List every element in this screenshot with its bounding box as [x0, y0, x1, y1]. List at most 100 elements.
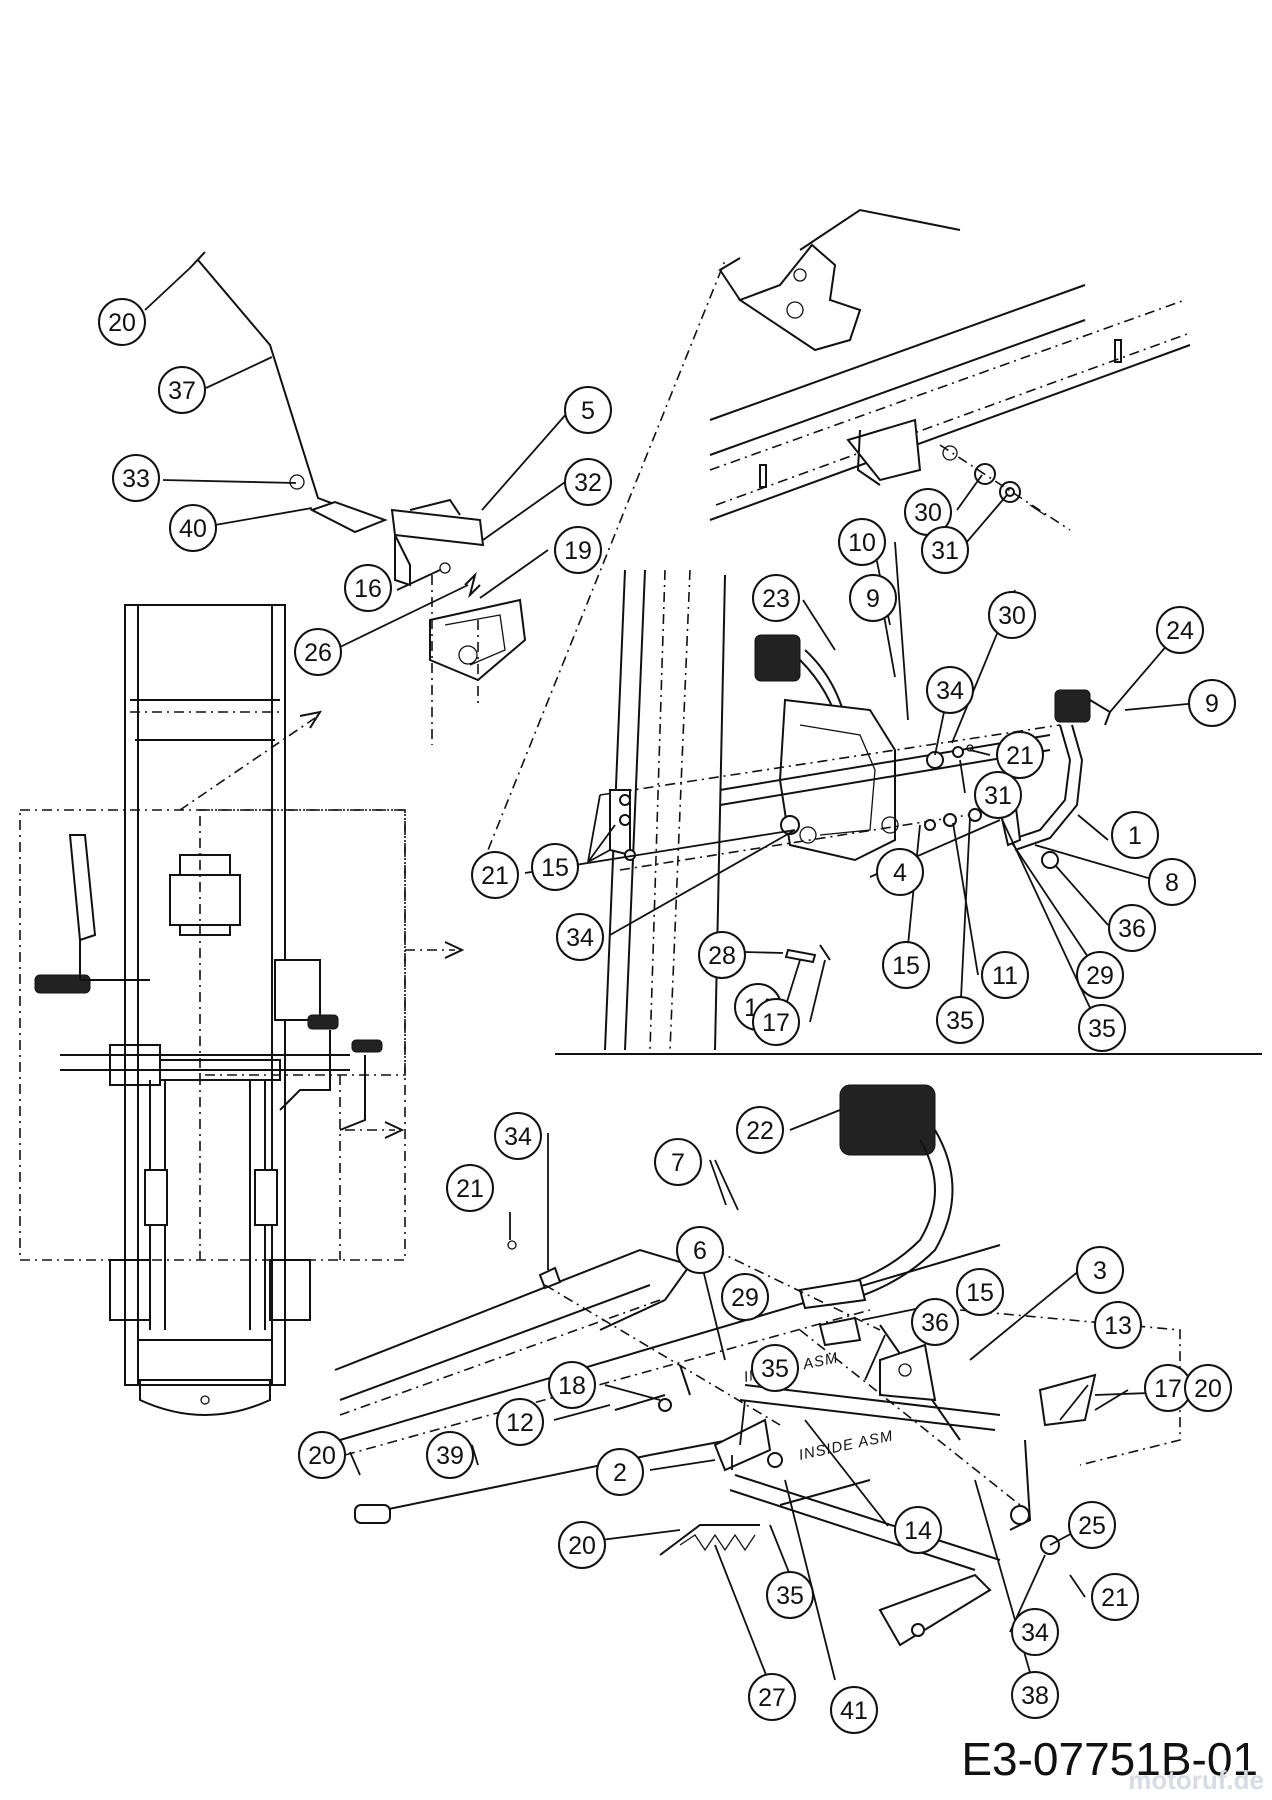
callout-circle — [426, 1431, 474, 1479]
callout-circle — [936, 996, 984, 1044]
callout-21: 21 — [471, 851, 519, 899]
callout-number: 5 — [581, 397, 595, 425]
callout-circle — [721, 1273, 769, 1321]
callout-circle — [548, 1361, 596, 1409]
callout-number: 15 — [892, 952, 920, 980]
callout-number: 29 — [1086, 962, 1114, 990]
callout-number: 13 — [1104, 1312, 1132, 1340]
callout-8: 8 — [1148, 858, 1196, 906]
drawing-code: E3-07751B-01 — [961, 1733, 1258, 1785]
callout-circle — [558, 1521, 606, 1569]
callout-number: 4 — [893, 859, 907, 887]
callout-number: 20 — [568, 1532, 596, 1560]
callout-9: 9 — [849, 574, 897, 622]
callout-15: 15 — [531, 843, 579, 891]
callout-number: 15 — [541, 854, 569, 882]
callout-circle — [974, 771, 1022, 819]
callout-10: 10 — [838, 518, 886, 566]
callout-number: 34 — [936, 677, 964, 705]
callout-circle — [752, 574, 800, 622]
callout-circle — [554, 526, 602, 574]
callout-circle — [1068, 1501, 1116, 1549]
chassis-frame — [19, 604, 465, 1416]
callout-20: 20 — [98, 298, 146, 346]
callout-circle — [1111, 811, 1159, 859]
callout-circle — [676, 1226, 724, 1274]
callout-circle — [1078, 1004, 1126, 1052]
callout-25: 25 — [1068, 1501, 1116, 1549]
callout-circle — [926, 666, 974, 714]
callout-circle — [849, 574, 897, 622]
callout-40: 40 — [169, 504, 217, 552]
callout-11: 11 — [981, 951, 1029, 999]
callout-circle — [981, 951, 1029, 999]
callout-number: 31 — [984, 782, 1012, 810]
callout-35: 35 — [751, 1344, 799, 1392]
callout-number: 40 — [179, 515, 207, 543]
callout-34: 34 — [556, 913, 604, 961]
callout-circle — [1091, 1573, 1139, 1621]
callout-21: 21 — [446, 1164, 494, 1212]
top-left-assembly — [189, 251, 527, 745]
callout-circle — [1076, 1246, 1124, 1294]
callout-24: 24 — [1156, 606, 1204, 654]
callout-circle — [766, 1571, 814, 1619]
callout-number: 36 — [1118, 915, 1146, 943]
callout-33: 33 — [112, 454, 160, 502]
callout-35: 35 — [936, 996, 984, 1044]
callout-14: 14 — [894, 1506, 942, 1554]
callout-number: 31 — [931, 537, 959, 565]
callout-17: 17 — [1144, 1364, 1192, 1412]
callout-circle — [494, 1112, 542, 1160]
callout-circle — [1011, 1608, 1059, 1656]
callout-23: 23 — [752, 574, 800, 622]
callout-number: 22 — [746, 1117, 774, 1145]
callout-number: 2 — [613, 1459, 627, 1487]
callout-circle — [698, 931, 746, 979]
callout-circle — [830, 1686, 878, 1734]
callout-circle — [596, 1448, 644, 1496]
callout-number: 21 — [1101, 1584, 1129, 1612]
callout-13: 13 — [1094, 1301, 1142, 1349]
callout-number: 12 — [506, 1409, 534, 1437]
callout-number: 34 — [566, 924, 594, 952]
callout-circle — [1148, 858, 1196, 906]
callout-35: 35 — [1078, 1004, 1126, 1052]
callout-number: 21 — [456, 1175, 484, 1203]
callout-number: 20 — [1194, 1375, 1222, 1403]
callout-2: 2 — [596, 1448, 644, 1496]
callout-number: 10 — [848, 529, 876, 557]
callout-number: 9 — [866, 585, 880, 613]
callout-27: 27 — [748, 1673, 796, 1721]
callout-number: 15 — [966, 1279, 994, 1307]
callout-circle — [556, 913, 604, 961]
callout-37: 37 — [158, 366, 206, 414]
callout-number: 36 — [921, 1309, 949, 1337]
callout-36: 36 — [1108, 904, 1156, 952]
callout-circle — [98, 298, 146, 346]
callout-number: 27 — [758, 1684, 786, 1712]
callout-30: 30 — [904, 488, 952, 536]
callout-number: 30 — [914, 499, 942, 527]
callout-35: 35 — [766, 1571, 814, 1619]
callout-number: 25 — [1078, 1512, 1106, 1540]
callout-circle — [838, 518, 886, 566]
callout-circle — [564, 458, 612, 506]
callout-28: 28 — [698, 931, 746, 979]
callout-number: 37 — [168, 377, 196, 405]
callout-19: 19 — [554, 526, 602, 574]
callout-39: 39 — [426, 1431, 474, 1479]
callout-30: 30 — [988, 591, 1036, 639]
callout-number: 39 — [436, 1442, 464, 1470]
callout-number: 41 — [840, 1697, 868, 1725]
callout-circle — [654, 1138, 702, 1186]
callout-3: 3 — [1076, 1246, 1124, 1294]
callout-circle — [112, 454, 160, 502]
callout-4: 4 — [876, 848, 924, 896]
callout-15: 15 — [956, 1268, 1004, 1316]
callout-number: 3 — [1093, 1257, 1107, 1285]
callout-17: 17 — [752, 998, 800, 1046]
callout-circle — [911, 1298, 959, 1346]
callout-number: 1 — [1128, 822, 1142, 850]
callout-number: 35 — [1088, 1015, 1116, 1043]
